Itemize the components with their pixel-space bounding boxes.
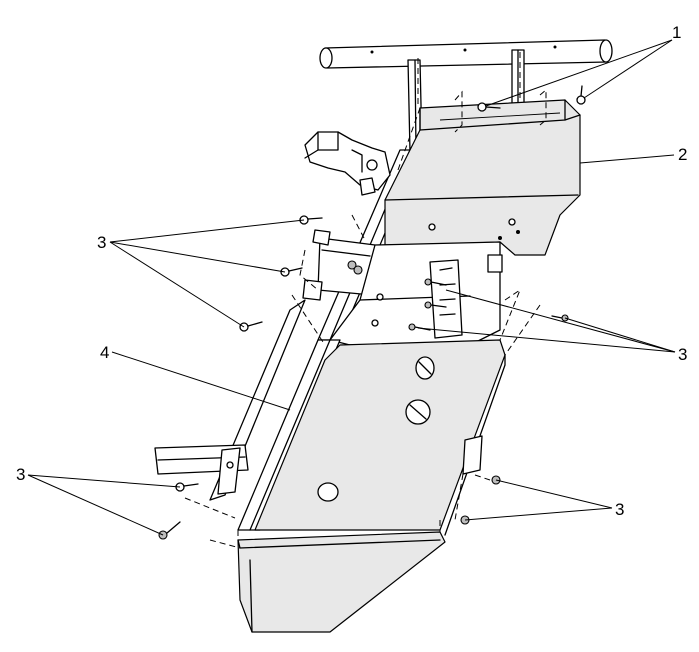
top-cross-tube bbox=[319, 39, 613, 69]
alignment-guides bbox=[184, 52, 541, 549]
callout-3-lower-left: 3 bbox=[16, 465, 25, 484]
fasteners bbox=[158, 85, 586, 540]
callout-labels: 1 2 3 3 4 3 3 bbox=[16, 23, 687, 519]
callout-3-middle-right: 3 bbox=[678, 345, 687, 364]
upper-cover-housing bbox=[384, 88, 581, 256]
bolt-3e bbox=[424, 301, 447, 309]
bolt-3d bbox=[424, 278, 447, 286]
bolt-1b bbox=[576, 85, 586, 105]
bolt-3i bbox=[158, 521, 181, 540]
callout-3-upper-left: 3 bbox=[97, 233, 106, 252]
hitch-bracket bbox=[304, 131, 391, 196]
callout-2: 2 bbox=[678, 145, 687, 164]
bolt-1a bbox=[477, 102, 501, 112]
middle-bracket bbox=[302, 229, 376, 301]
lower-cover-plate bbox=[254, 339, 506, 536]
lower-hitch-bracket bbox=[154, 444, 249, 495]
leader-lines bbox=[27, 39, 676, 536]
main-frame bbox=[329, 241, 503, 346]
bolt-3f bbox=[408, 323, 431, 331]
callout-1: 1 bbox=[672, 23, 681, 42]
callout-3-lower-right: 3 bbox=[615, 500, 624, 519]
callout-4: 4 bbox=[100, 343, 109, 362]
right-lower-bracket bbox=[454, 435, 483, 521]
bottom-skid-housing bbox=[237, 520, 446, 633]
